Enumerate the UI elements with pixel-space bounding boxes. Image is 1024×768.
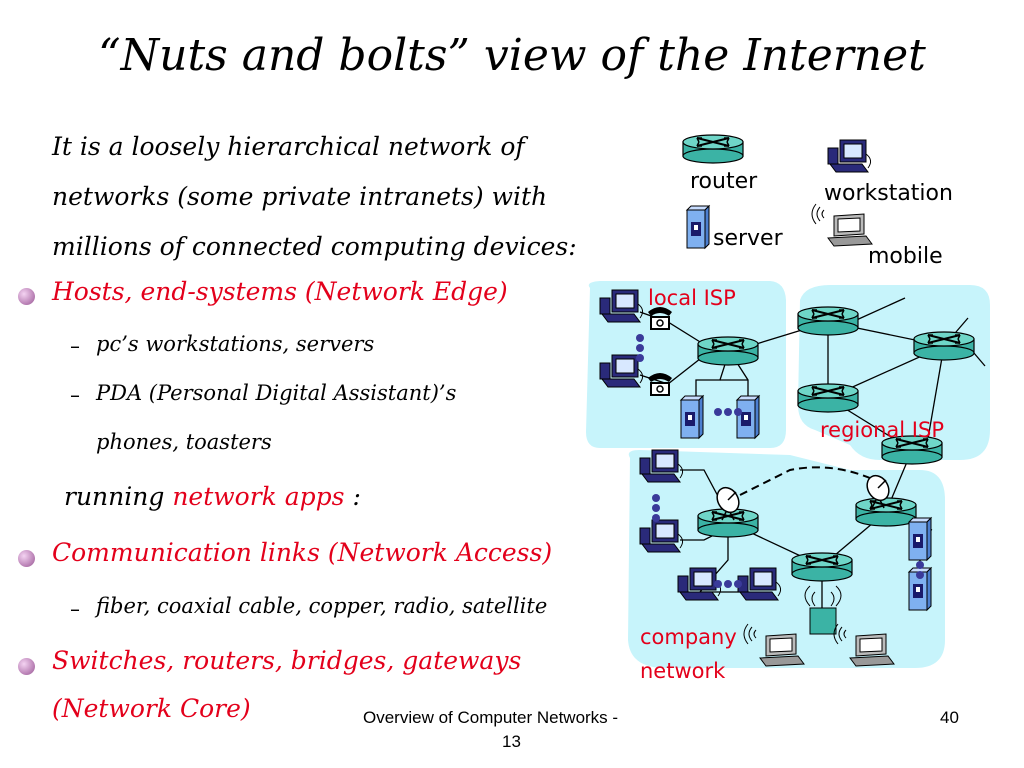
telephone-icon xyxy=(647,306,673,330)
workstation-icon xyxy=(677,567,722,601)
regional-isp-cloud xyxy=(798,285,990,460)
workstation-icon xyxy=(737,567,782,601)
ellipsis-dots xyxy=(636,334,924,588)
workstation-icon xyxy=(599,354,644,388)
running-apps-line: running network apps : xyxy=(64,482,361,511)
dash-icon: – xyxy=(70,334,80,358)
company-network-links xyxy=(680,449,933,612)
satellite-dish-icon xyxy=(712,482,744,521)
local-isp-router-icon xyxy=(697,336,759,366)
footer-text-line2: 13 xyxy=(502,732,521,751)
legend-mobile-icon xyxy=(811,203,873,247)
regional-router-icon xyxy=(797,306,859,336)
company-network-label-1: company xyxy=(640,625,737,649)
server-icon xyxy=(908,567,932,611)
regional-router-icon xyxy=(913,331,975,361)
legend-mobile-label: mobile xyxy=(868,244,943,269)
company-router-icon xyxy=(855,497,917,527)
bullet-icon xyxy=(18,288,35,305)
bullet-icon xyxy=(18,550,35,567)
sub-bullet-links: fiber, coaxial cable, copper, radio, sat… xyxy=(96,594,548,618)
server-icon xyxy=(680,395,704,439)
legend-workstation-icon xyxy=(827,139,872,173)
legend-server-label: server xyxy=(713,226,784,251)
local-isp-cloud xyxy=(586,281,786,448)
legend-workstation-label: workstation xyxy=(824,181,953,206)
regional-isp-label: regional ISP xyxy=(820,418,944,442)
legend-server-icon xyxy=(686,205,710,249)
wireless-base-station-icon xyxy=(809,607,837,635)
laptop-icon xyxy=(743,623,805,667)
bullet-network-core-1: Switches, routers, bridges, gateways xyxy=(52,646,522,675)
satellite-dish-icon xyxy=(862,470,894,509)
bullet-icon xyxy=(18,658,35,675)
intro-line-2: networks (some private intranets) with xyxy=(52,182,548,211)
sub-bullet-pda: PDA (Personal Digital Assistant)’s xyxy=(96,381,457,405)
laptop-icon xyxy=(833,623,895,667)
company-router-icon xyxy=(697,508,759,538)
colon-label: : xyxy=(344,482,361,511)
legend-router-label: router xyxy=(690,169,758,194)
workstation-icon xyxy=(599,289,644,323)
local-isp-links xyxy=(639,311,829,398)
server-icon xyxy=(908,517,932,561)
bullet-network-access: Communication links (Network Access) xyxy=(52,538,553,567)
intro-line-3: millions of connected computing devices: xyxy=(52,232,577,261)
server-icon xyxy=(736,395,760,439)
intro-line-1: It is a loosely hierarchical network of xyxy=(52,132,525,161)
regional-router-icon xyxy=(797,383,859,413)
legend: router workstation server mobile xyxy=(682,134,953,269)
local-isp-label: local ISP xyxy=(648,286,736,310)
bullet-network-core-2: (Network Core) xyxy=(52,694,251,723)
wireless-waves-icon xyxy=(804,585,842,607)
network-apps-label: network apps xyxy=(172,482,345,511)
telephone-icon xyxy=(647,372,673,396)
slide-number: 40 xyxy=(940,708,959,727)
company-network-cloud xyxy=(628,450,945,668)
company-router-icon xyxy=(791,552,853,582)
sub-bullet-pcs: pc’s workstations, servers xyxy=(96,332,375,356)
dash-icon: – xyxy=(70,383,80,407)
slide-title: “Nuts and bolts” view of the Internet xyxy=(98,30,926,81)
company-network-label-2: network xyxy=(640,659,726,683)
regional-router-icon xyxy=(881,435,943,465)
intro-text: It is a loosely hierarchical network of … xyxy=(52,122,622,272)
bullet-network-edge: Hosts, end-systems (Network Edge) xyxy=(52,277,508,306)
running-label: running xyxy=(64,482,165,511)
workstation-icon xyxy=(639,519,684,553)
dash-icon: – xyxy=(70,597,80,621)
sub-bullet-phones: phones, toasters xyxy=(96,430,272,454)
workstation-icon xyxy=(639,449,684,483)
footer-text: Overview of Computer Networks - xyxy=(363,708,619,727)
legend-router-icon xyxy=(682,134,744,164)
regional-isp-links xyxy=(827,297,986,451)
